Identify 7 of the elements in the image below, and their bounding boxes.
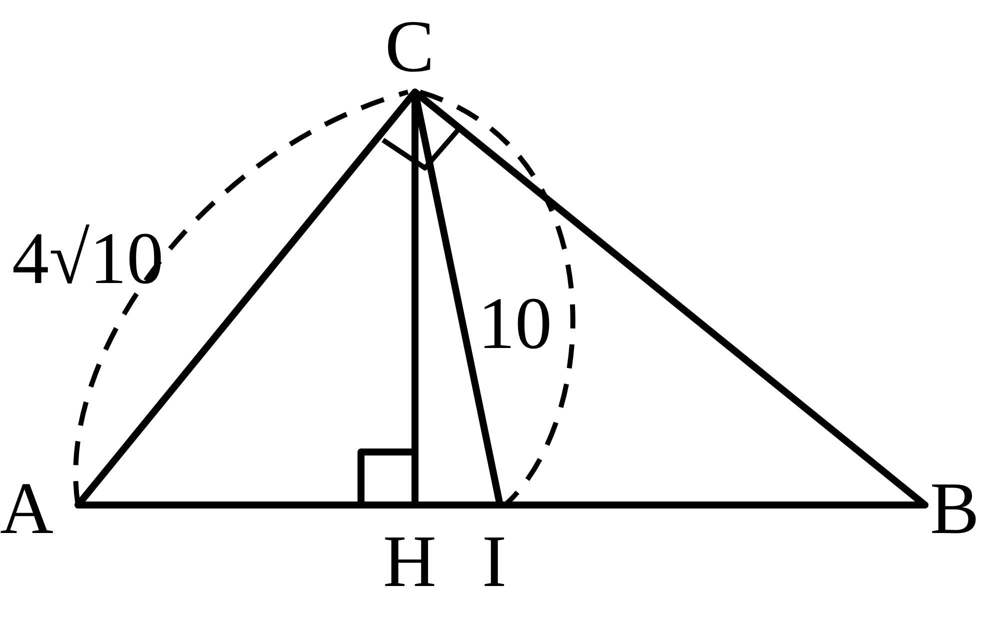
vertex-label: A [0,472,54,546]
vertex-label: B [930,472,980,546]
length-label: 10 [478,287,552,361]
vertex-label: C [385,10,434,84]
point-label: I [482,525,507,599]
length-label: 4√10 [12,222,164,296]
foot-label: H [383,525,436,599]
